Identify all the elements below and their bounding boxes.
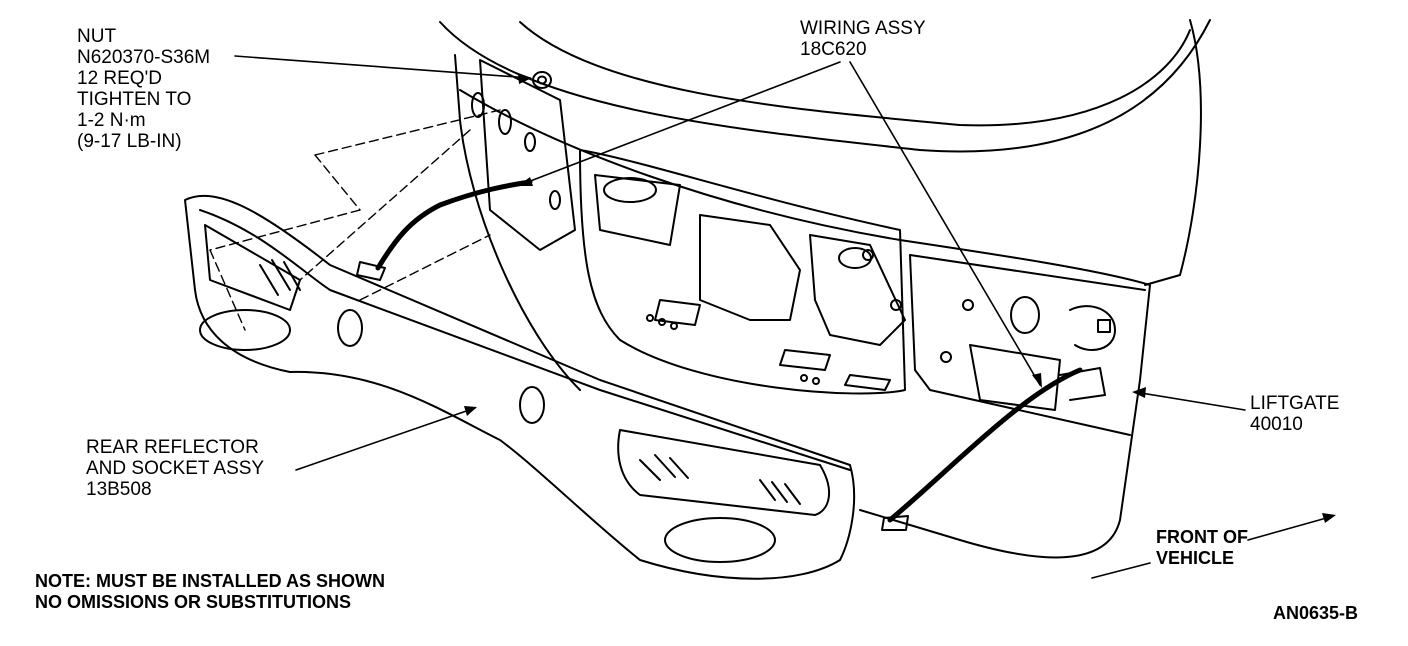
rear-reflector-assembly bbox=[184, 194, 856, 580]
wiring-harness bbox=[356, 179, 1106, 531]
nut-label: NUT bbox=[77, 26, 117, 47]
nut-quantity: 12 REQ'D bbox=[77, 68, 162, 89]
reflector-part-number: 13B508 bbox=[86, 479, 152, 500]
wiring-label: WIRING ASSY bbox=[800, 18, 926, 39]
installation-note-line2: NO OMISSIONS OR SUBSTITUTIONS bbox=[35, 592, 352, 612]
nut-torque-metric: 1-2 N·m bbox=[77, 110, 146, 131]
leader-lines bbox=[234, 55, 1331, 579]
reflector-label-line2: AND SOCKET ASSY bbox=[86, 458, 265, 479]
nut-part-number: N620370-S36M bbox=[77, 47, 211, 68]
liftgate-label: LIFTGATE bbox=[1250, 393, 1340, 414]
front-of-vehicle-line1: FRONT OF bbox=[1156, 527, 1248, 547]
nut-and-studs bbox=[471, 71, 974, 385]
wiring-part-number: 18C620 bbox=[800, 39, 867, 60]
front-of-vehicle-line2: VEHICLE bbox=[1156, 548, 1235, 568]
reflector-label-line1: REAR REFLECTOR bbox=[86, 437, 259, 458]
nut-torque-imperial: (9-17 LB-IN) bbox=[77, 131, 182, 152]
nut-torque-heading: TIGHTEN TO bbox=[77, 89, 192, 110]
installation-note-line1: NOTE: MUST BE INSTALLED AS SHOWN bbox=[35, 571, 385, 591]
leader-arrowheads bbox=[464, 73, 1336, 523]
liftgate-part-number: 40010 bbox=[1250, 414, 1303, 435]
figure-code: AN0635-B bbox=[1273, 603, 1359, 623]
liftgate-inner-panel bbox=[454, 54, 1151, 559]
alignment-lines bbox=[209, 109, 501, 331]
